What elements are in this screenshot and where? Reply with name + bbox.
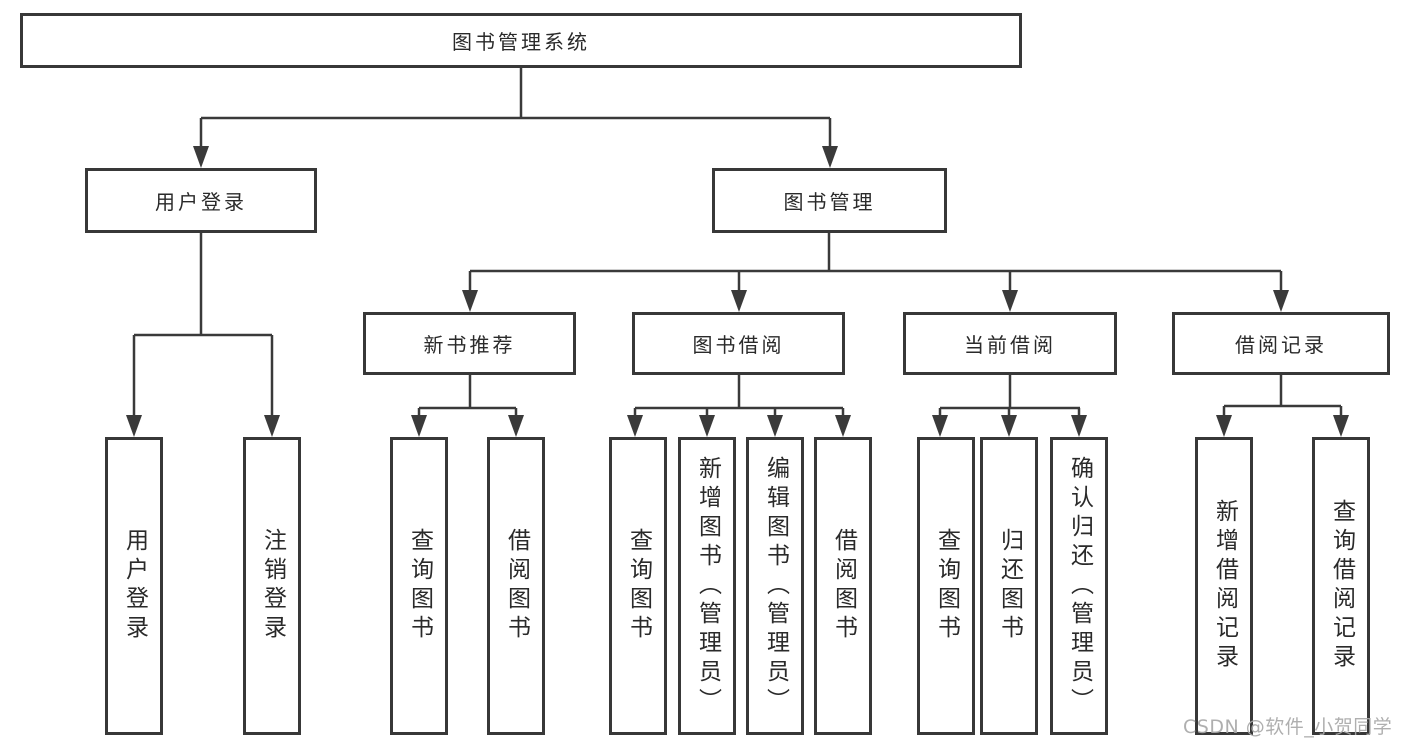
node-book-management-label: 图书管理 (783, 190, 876, 214)
node-borrow-records: 借阅记录 (1172, 312, 1390, 375)
arrowhead-icon (264, 415, 280, 437)
node-current-borrow-label: 当前借阅 (964, 333, 1056, 357)
arrowhead-icon (699, 415, 715, 437)
leaf-logout-label: 注销登录 (259, 528, 286, 644)
node-current-borrow: 当前借阅 (903, 312, 1117, 375)
arrowhead-icon (193, 146, 209, 168)
leaf-confirm-return-admin-label: 确认归还（管理员） (1066, 455, 1093, 717)
leaf-add-borrow-record: 新增借阅记录 (1195, 437, 1253, 735)
leaf-query-books-current-label: 查询图书 (933, 528, 960, 644)
node-user-login-label: 用户登录 (155, 190, 247, 214)
node-root-label: 图书管理系统 (452, 30, 590, 54)
leaf-edit-book-admin: 编辑图书（管理员） (746, 437, 804, 735)
node-book-borrow: 图书借阅 (632, 312, 845, 375)
leaf-edit-book-admin-label: 编辑图书（管理员） (762, 455, 789, 717)
arrowhead-icon (126, 415, 142, 437)
csdn-watermark: CSDN @软件_小贺同学 (1183, 716, 1393, 738)
leaf-query-books-current: 查询图书 (917, 437, 975, 735)
arrowhead-icon (1216, 415, 1232, 437)
leaf-borrow-books-recommend-label: 借阅图书 (503, 528, 530, 644)
leaf-query-books-recommend-label: 查询图书 (406, 528, 433, 644)
leaf-add-borrow-record-label: 新增借阅记录 (1211, 499, 1238, 673)
node-borrow-records-label: 借阅记录 (1235, 333, 1327, 357)
leaf-logout: 注销登录 (243, 437, 301, 735)
arrowhead-icon (508, 415, 524, 437)
leaf-borrow-books: 借阅图书 (814, 437, 872, 735)
arrowhead-icon (1071, 415, 1087, 437)
leaf-query-books-recommend: 查询图书 (390, 437, 448, 735)
arrowhead-icon (822, 146, 838, 168)
leaf-confirm-return-admin: 确认归还（管理员） (1050, 437, 1108, 735)
leaf-add-book-admin-label: 新增图书（管理员） (694, 455, 721, 717)
leaf-return-book-label: 归还图书 (996, 528, 1023, 644)
arrowhead-icon (627, 415, 643, 437)
node-root: 图书管理系统 (20, 13, 1022, 68)
leaf-query-borrow-record: 查询借阅记录 (1312, 437, 1370, 735)
leaf-query-borrow-record-label: 查询借阅记录 (1328, 499, 1355, 673)
arrowhead-icon (932, 415, 948, 437)
arrowhead-icon (1001, 415, 1017, 437)
leaf-return-book: 归还图书 (980, 437, 1038, 735)
leaf-add-book-admin: 新增图书（管理员） (678, 437, 736, 735)
node-new-book-recommend-label: 新书推荐 (423, 333, 516, 357)
arrowhead-icon (731, 290, 747, 312)
arrowhead-icon (411, 415, 427, 437)
node-book-borrow-label: 图书借阅 (692, 333, 785, 357)
arrowhead-icon (1002, 290, 1018, 312)
arrowhead-icon (1273, 290, 1289, 312)
arrowhead-icon (835, 415, 851, 437)
node-new-book-recommend: 新书推荐 (363, 312, 576, 375)
node-book-management: 图书管理 (712, 168, 947, 233)
leaf-borrow-books-label: 借阅图书 (830, 528, 857, 644)
arrowhead-icon (1333, 415, 1349, 437)
leaf-query-books-borrow: 查询图书 (609, 437, 667, 735)
leaf-user-login: 用户登录 (105, 437, 163, 735)
leaf-user-login-label: 用户登录 (121, 528, 148, 644)
leaf-query-books-borrow-label: 查询图书 (625, 528, 652, 644)
node-user-login: 用户登录 (85, 168, 317, 233)
arrowhead-icon (767, 415, 783, 437)
arrowhead-icon (462, 290, 478, 312)
leaf-borrow-books-recommend: 借阅图书 (487, 437, 545, 735)
